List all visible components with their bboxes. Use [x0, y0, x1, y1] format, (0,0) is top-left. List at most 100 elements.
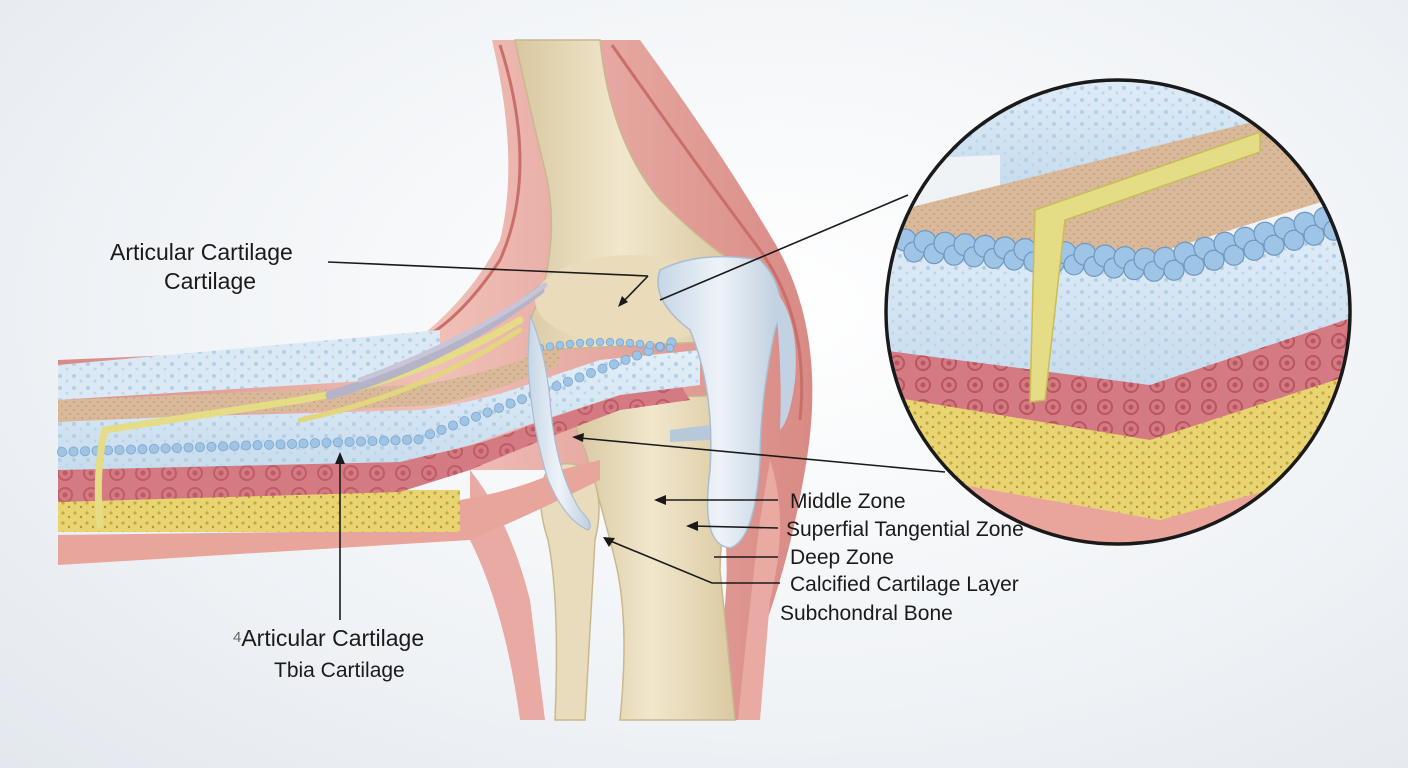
chondrocyte-cell — [321, 437, 332, 448]
chondrocyte-cell — [545, 342, 555, 351]
chondrocyte-cell — [482, 407, 493, 418]
chondrocyte-cell — [565, 339, 575, 349]
tibia-label-glyph: 4 — [233, 629, 242, 646]
chondrocyte-cell — [597, 363, 608, 374]
leader-calcified — [607, 539, 780, 584]
chondrocyte-cell — [229, 440, 240, 451]
inset-fibre-band — [1029, 130, 1261, 403]
chondrocyte-cell — [645, 341, 655, 350]
chondrocyte-cell — [240, 440, 251, 451]
chondrocyte-cell — [665, 343, 675, 353]
chondrocyte-cell — [470, 411, 481, 422]
chondrocyte-cell — [252, 440, 263, 451]
yellow-ligament-strand-2 — [297, 327, 523, 423]
chondrocyte-cell — [68, 446, 79, 457]
chondrocyte-cell — [505, 398, 516, 409]
superficial-zone-label: Superfial Tangential Zone — [786, 518, 1024, 541]
chondrocyte-cell — [332, 437, 343, 448]
chondrocyte-cell — [401, 434, 412, 445]
inset-chondrocyte-cell — [1263, 234, 1285, 256]
chondrocyte-cell — [447, 420, 458, 431]
chondrocyte-cell — [595, 337, 605, 347]
femur-cartilage-sublabel: Cartilage — [164, 268, 257, 294]
leader-lines — [327, 194, 946, 620]
purple-ligament-strand-2 — [357, 282, 548, 383]
chondrocyte-cell — [655, 342, 665, 351]
chondrocyte-cell — [367, 436, 378, 447]
medial-meniscus-strip — [527, 314, 591, 531]
chondrocyte-cell — [126, 444, 137, 455]
chondrocyte-cell — [137, 444, 148, 455]
chondrocyte-cell — [148, 443, 159, 454]
chondrocyte-cell — [620, 354, 631, 365]
chondrocyte-cell — [609, 359, 620, 370]
chondrocyte-cell — [355, 436, 366, 447]
chondrocyte-cell — [575, 338, 585, 348]
subchondral-bone-label: Subchondral Bone — [780, 602, 953, 625]
meniscus-tab — [670, 425, 710, 442]
inset-chondrocyte-cell — [1223, 244, 1245, 266]
chondrocyte-cell — [309, 438, 320, 449]
chondrocyte-cell — [563, 376, 574, 387]
calcified-layer-label: Calcified Cartilage Layer — [790, 573, 1019, 596]
calf-muscle-right — [738, 460, 780, 720]
chondrocyte-cell — [493, 402, 504, 413]
chondrocyte-cell — [635, 339, 645, 349]
patella-cartilage — [657, 255, 781, 549]
thigh-muscle-edge — [419, 44, 522, 342]
chondrocyte-cell — [413, 434, 424, 445]
lateral-meniscus-strip — [775, 290, 796, 430]
leader-superficial — [691, 525, 779, 529]
leader-to-inset-bottom — [579, 437, 946, 473]
chondrocyte-cell — [286, 438, 297, 449]
chondrocyte-cell — [555, 341, 565, 350]
chondrocyte-cell — [615, 338, 625, 347]
tibia-cartilage-label: 4Articular Cartilage — [233, 625, 425, 651]
chondrocyte-cell — [160, 443, 171, 454]
inset-bone-base — [886, 465, 1350, 544]
chondrocyte-cell — [586, 368, 597, 379]
leader-femur-cartilage — [327, 261, 649, 277]
thigh-muscle-edge-right — [610, 44, 804, 421]
inset-chondrocyte-cell — [1183, 254, 1205, 276]
chondrocyte-cell — [378, 435, 389, 446]
chondrocyte-cell — [424, 429, 435, 440]
magnified-inset — [884, 78, 1352, 546]
inset-border — [884, 78, 1352, 546]
chondrocyte-cell — [194, 442, 205, 453]
band-subchondral-bone — [58, 460, 600, 565]
chondrocyte-cell — [390, 435, 401, 446]
chondrocyte-cell — [217, 441, 228, 452]
yellow-ligament-strand — [94, 316, 524, 529]
chondrocyte-cell — [551, 381, 562, 392]
femur-cartilage-label: Articular Cartilage — [110, 239, 293, 265]
inset-chondrocyte-cell — [1303, 224, 1325, 246]
calf-muscle-left — [470, 470, 545, 720]
chondrocyte-cell — [344, 436, 355, 447]
chondrocyte-cell — [585, 338, 595, 347]
chondrocyte-cell — [517, 394, 528, 405]
chondrocyte-cell — [171, 442, 182, 453]
inset-chondrocyte-cell — [1163, 259, 1185, 281]
chondrocyte-cell — [625, 338, 635, 348]
chondrocyte-cell — [459, 416, 470, 427]
chondrocyte-cell — [80, 446, 91, 457]
chondrocyte-cell — [183, 442, 194, 453]
leader-to-inset-top — [659, 194, 909, 301]
chondrocyte-cell — [436, 424, 447, 435]
chondrocyte-cell — [57, 446, 68, 457]
leader-arrowheads — [335, 296, 698, 547]
chondrocyte-cell — [263, 439, 274, 450]
deep-zone-label: Deep Zone — [790, 546, 894, 569]
inset-chondrocyte-cell — [1283, 229, 1305, 251]
layered-cartilage-band — [58, 330, 700, 565]
chondrocyte-cell — [605, 337, 615, 347]
chondrocyte-cell — [114, 444, 125, 455]
tibia-cartilage-sublabel: Tbia Cartilage — [274, 659, 405, 682]
chondrocyte-cell — [574, 372, 585, 383]
middle-zone-label: Middle Zone — [790, 490, 906, 513]
chondrocyte-cell — [206, 441, 217, 452]
chondrocyte-cell — [632, 350, 643, 361]
